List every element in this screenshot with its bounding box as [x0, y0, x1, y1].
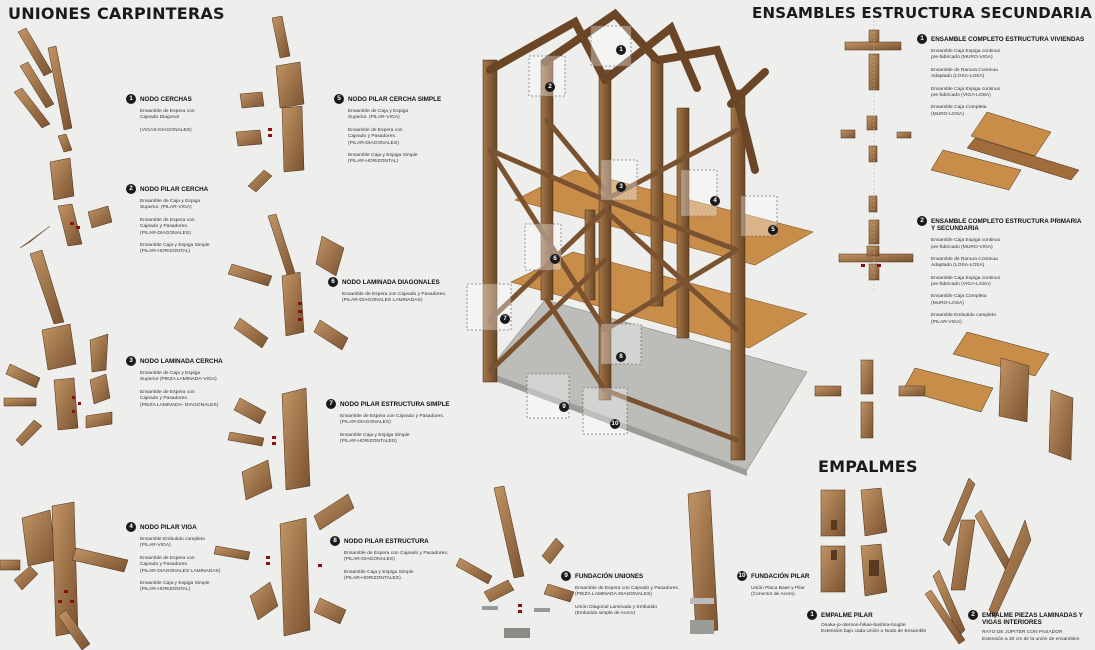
badge-8: 8 — [330, 536, 340, 546]
empalme-illustrations — [820, 477, 1032, 645]
annotation-line: Osaka-jo-otemon-hikae-bashira-tsugite Ex… — [821, 623, 927, 635]
structure-tag-9: 9 — [559, 402, 569, 412]
annotation-title: NODO LAMINADA DIAGONALES — [342, 278, 440, 286]
structure-tag-2: 2 — [545, 82, 555, 92]
annotation-nodo-pilar-cercha: 2 NODO PILAR CERCHA Ensamble de Caja y Es… — [126, 184, 236, 262]
annotation-line: Ensamble Caja Espiga continuo pre-fabric… — [931, 238, 1001, 250]
badge-4: 4 — [126, 522, 136, 532]
annotation-line: Ensamble Embutido completo (PILAR-VIGA) — [140, 537, 205, 549]
annotation-line: Ensamble de Espera con Cajeado y Pasador… — [140, 217, 195, 236]
annotation-line: Ensamble Caja Completa (MURO-LOSA) — [931, 294, 987, 306]
annotation-line: Ensamble Caja y Espiga Simple (PILAR-HOR… — [140, 580, 210, 593]
annotation-line: Ensamble Embutido completo (PILAR-VIGA) — [931, 313, 996, 325]
annotation-line: Ensamble Caja Espiga continuo pre-fabric… — [931, 275, 1001, 288]
annotation-line: Ensamble Caja Espiga continuo pre-fabric… — [931, 86, 1001, 98]
annotation-line: Unión Placa Base y Pilar (Conector de Ac… — [751, 586, 805, 598]
annotation-line: Ensamble Caja y Espiga Simple (PILAR-HOR… — [140, 242, 210, 255]
annotation-line: (VIGAS-DIAGONALES) — [140, 127, 192, 133]
annotation-title: ENSAMBLE COMPLETO ESTRUCTURA PRIMARIA Y … — [931, 217, 1082, 233]
annotation-fundacion-pilar: 10 FUNDACIÓN PILAR Unión Placa Base y Pil… — [737, 571, 827, 605]
annotation-empalme-pilar: 1 EMPALME PILAR Osaka-jo-otemon-hikae-bas… — [807, 610, 957, 642]
annotation-title: NODO LAMINADA CERCHA — [140, 357, 223, 365]
annotation-ensamble-primaria-secundaria: 2 ENSAMBLE COMPLETO ESTRUCTURA PRIMARIA Y… — [917, 216, 1092, 332]
heading-uniones: UNIONES CARPINTERAS — [8, 4, 225, 23]
annotation-title: NODO PILAR VIGA — [140, 523, 197, 531]
annotation-line: Ensamble de Espera con Cajeado Diagonal — [140, 109, 195, 121]
annotation-empalme-piezas: 2 EMPALME PIEZAS LAMINADAS Y VIGAS INTERI… — [968, 610, 1093, 649]
structure-tag-1: 1 — [616, 45, 626, 55]
annotation-line: Ensamble Caja Completa (MURO-LOSA) — [931, 105, 987, 117]
badge-3: 3 — [126, 356, 136, 366]
annotation-title: NODO PILAR ESTRUCTURA — [344, 537, 429, 545]
annotation-line: Ensamble de Caja y Espiga Superior (PIEZ… — [140, 371, 217, 383]
structure-tag-7: 7 — [500, 314, 510, 324]
annotation-title: NODO PILAR CERCHA — [140, 185, 209, 193]
annotation-line: Ensamble de Espera con Cajeado y Pasador… — [140, 555, 221, 574]
annotation-title: EMPALME PIEZAS LAMINADAS Y VIGAS INTERIO… — [982, 611, 1083, 627]
annotation-nodo-pilar-cercha-simple: 5 NODO PILAR CERCHA SIMPLE Ensamble de Ca… — [334, 94, 454, 172]
badge-5: 5 — [334, 94, 344, 104]
structure-tag-6: 6 — [550, 254, 560, 264]
joint-illustrations-left — [0, 15, 355, 650]
annotation-line: Ensamble Caja y Espiga Simple (PILAR-HOR… — [344, 569, 414, 582]
annotation-title: FUNDACIÓN PILAR — [751, 572, 810, 580]
annotation-line: Ensamble de Espera con Cajeado y Pasador… — [342, 292, 447, 304]
badge-7: 7 — [326, 399, 336, 409]
annotation-nodo-cerchas: 1 NODO CERCHAS Ensamble de Espera con Caj… — [126, 94, 236, 140]
foundation-illustrations — [455, 485, 719, 638]
annotation-title: NODO PILAR CERCHA SIMPLE — [348, 95, 442, 103]
badge-6: 6 — [328, 277, 338, 287]
annotation-nodo-pilar-estructura: 8 NODO PILAR ESTRUCTURA Ensamble de Esper… — [330, 536, 470, 589]
annotation-line: Unión Diagonal Laminada y Embutido (Embu… — [575, 604, 658, 617]
badge-ensamble-2: 2 — [917, 216, 927, 226]
ensamble-illustrations — [814, 20, 1080, 461]
annotation-nodo-laminada-diagonales: 6 NODO LAMINADA DIAGONALES Ensamble de Es… — [328, 277, 468, 311]
structure-tag-3: 3 — [616, 182, 626, 192]
annotation-line: Ensamble de Ranura Continua Adaptado (LO… — [931, 256, 998, 269]
annotation-line: RAYO DE JÚPITER CON PASADOR Extensión a … — [982, 630, 1080, 642]
structure-axonometric — [466, 8, 814, 476]
heading-ensambles: ENSAMBLES ESTRUCTURA SECUNDARIA — [752, 4, 1093, 22]
annotation-title: NODO PILAR ESTRUCTURA SIMPLE — [340, 400, 450, 408]
annotation-title: EMPALME PILAR — [821, 611, 873, 619]
annotation-line: Ensamble Caja Espiga continuo pre-fabric… — [931, 49, 1001, 61]
annotation-line: Ensamble de Espera con Cajeado y Pasador… — [140, 389, 219, 408]
badge-ensamble-1: 1 — [917, 34, 927, 44]
structure-tag-8: 8 — [616, 352, 626, 362]
badge-empalme-2: 2 — [968, 610, 978, 620]
badge-2: 2 — [126, 184, 136, 194]
structure-tag-10: 10 — [610, 419, 620, 429]
annotation-line: Ensamble de Espera con Cajeado y Pasador… — [340, 414, 445, 426]
annotation-line: Ensamble de Caja y Espiga Superior. (PIL… — [348, 109, 409, 121]
annotation-line: Ensamble de Espera con Cajeado y Pasador… — [348, 127, 403, 146]
annotation-title: NODO CERCHAS — [140, 95, 192, 103]
annotation-line: Ensamble de Ranura Continua Adaptado (LO… — [931, 67, 998, 80]
annotation-line: Ensamble de Espera con Cajeado y Pasador… — [344, 551, 449, 563]
annotation-line: Ensamble Caja y Espiga Simple (PILAR-HOR… — [340, 432, 410, 445]
badge-10: 10 — [737, 571, 747, 581]
badge-empalme-1: 1 — [807, 610, 817, 620]
structure-tag-4: 4 — [710, 196, 720, 206]
heading-empalmes: EMPALMES — [818, 457, 918, 476]
annotation-title: ENSAMBLE COMPLETO ESTRUCTURA VIVIENDAS — [931, 35, 1085, 43]
badge-1: 1 — [126, 94, 136, 104]
annotation-line: Ensamble de Espera con Cajeado y Pasador… — [575, 586, 680, 598]
annotation-line: Ensamble de Caja y Espiga Superior. (PIL… — [140, 199, 201, 211]
structure-tag-5: 5 — [768, 225, 778, 235]
annotation-nodo-pilar-viga: 4 NODO PILAR VIGA Ensamble Embutido compl… — [126, 522, 236, 600]
annotation-nodo-pilar-estructura-simple: 7 NODO PILAR ESTRUCTURA SIMPLE Ensamble d… — [326, 399, 466, 452]
annotation-fundacion-uniones: 9 FUNDACIÓN UNIONES Ensamble de Espera co… — [561, 571, 711, 624]
annotation-line: Ensamble Caja y Espiga Simple (PILAR-HOR… — [348, 152, 418, 165]
annotation-title: FUNDACIÓN UNIONES — [575, 572, 644, 580]
badge-9: 9 — [561, 571, 571, 581]
annotation-nodo-laminada-cercha: 3 NODO LAMINADA CERCHA Ensamble de Caja y… — [126, 356, 236, 415]
